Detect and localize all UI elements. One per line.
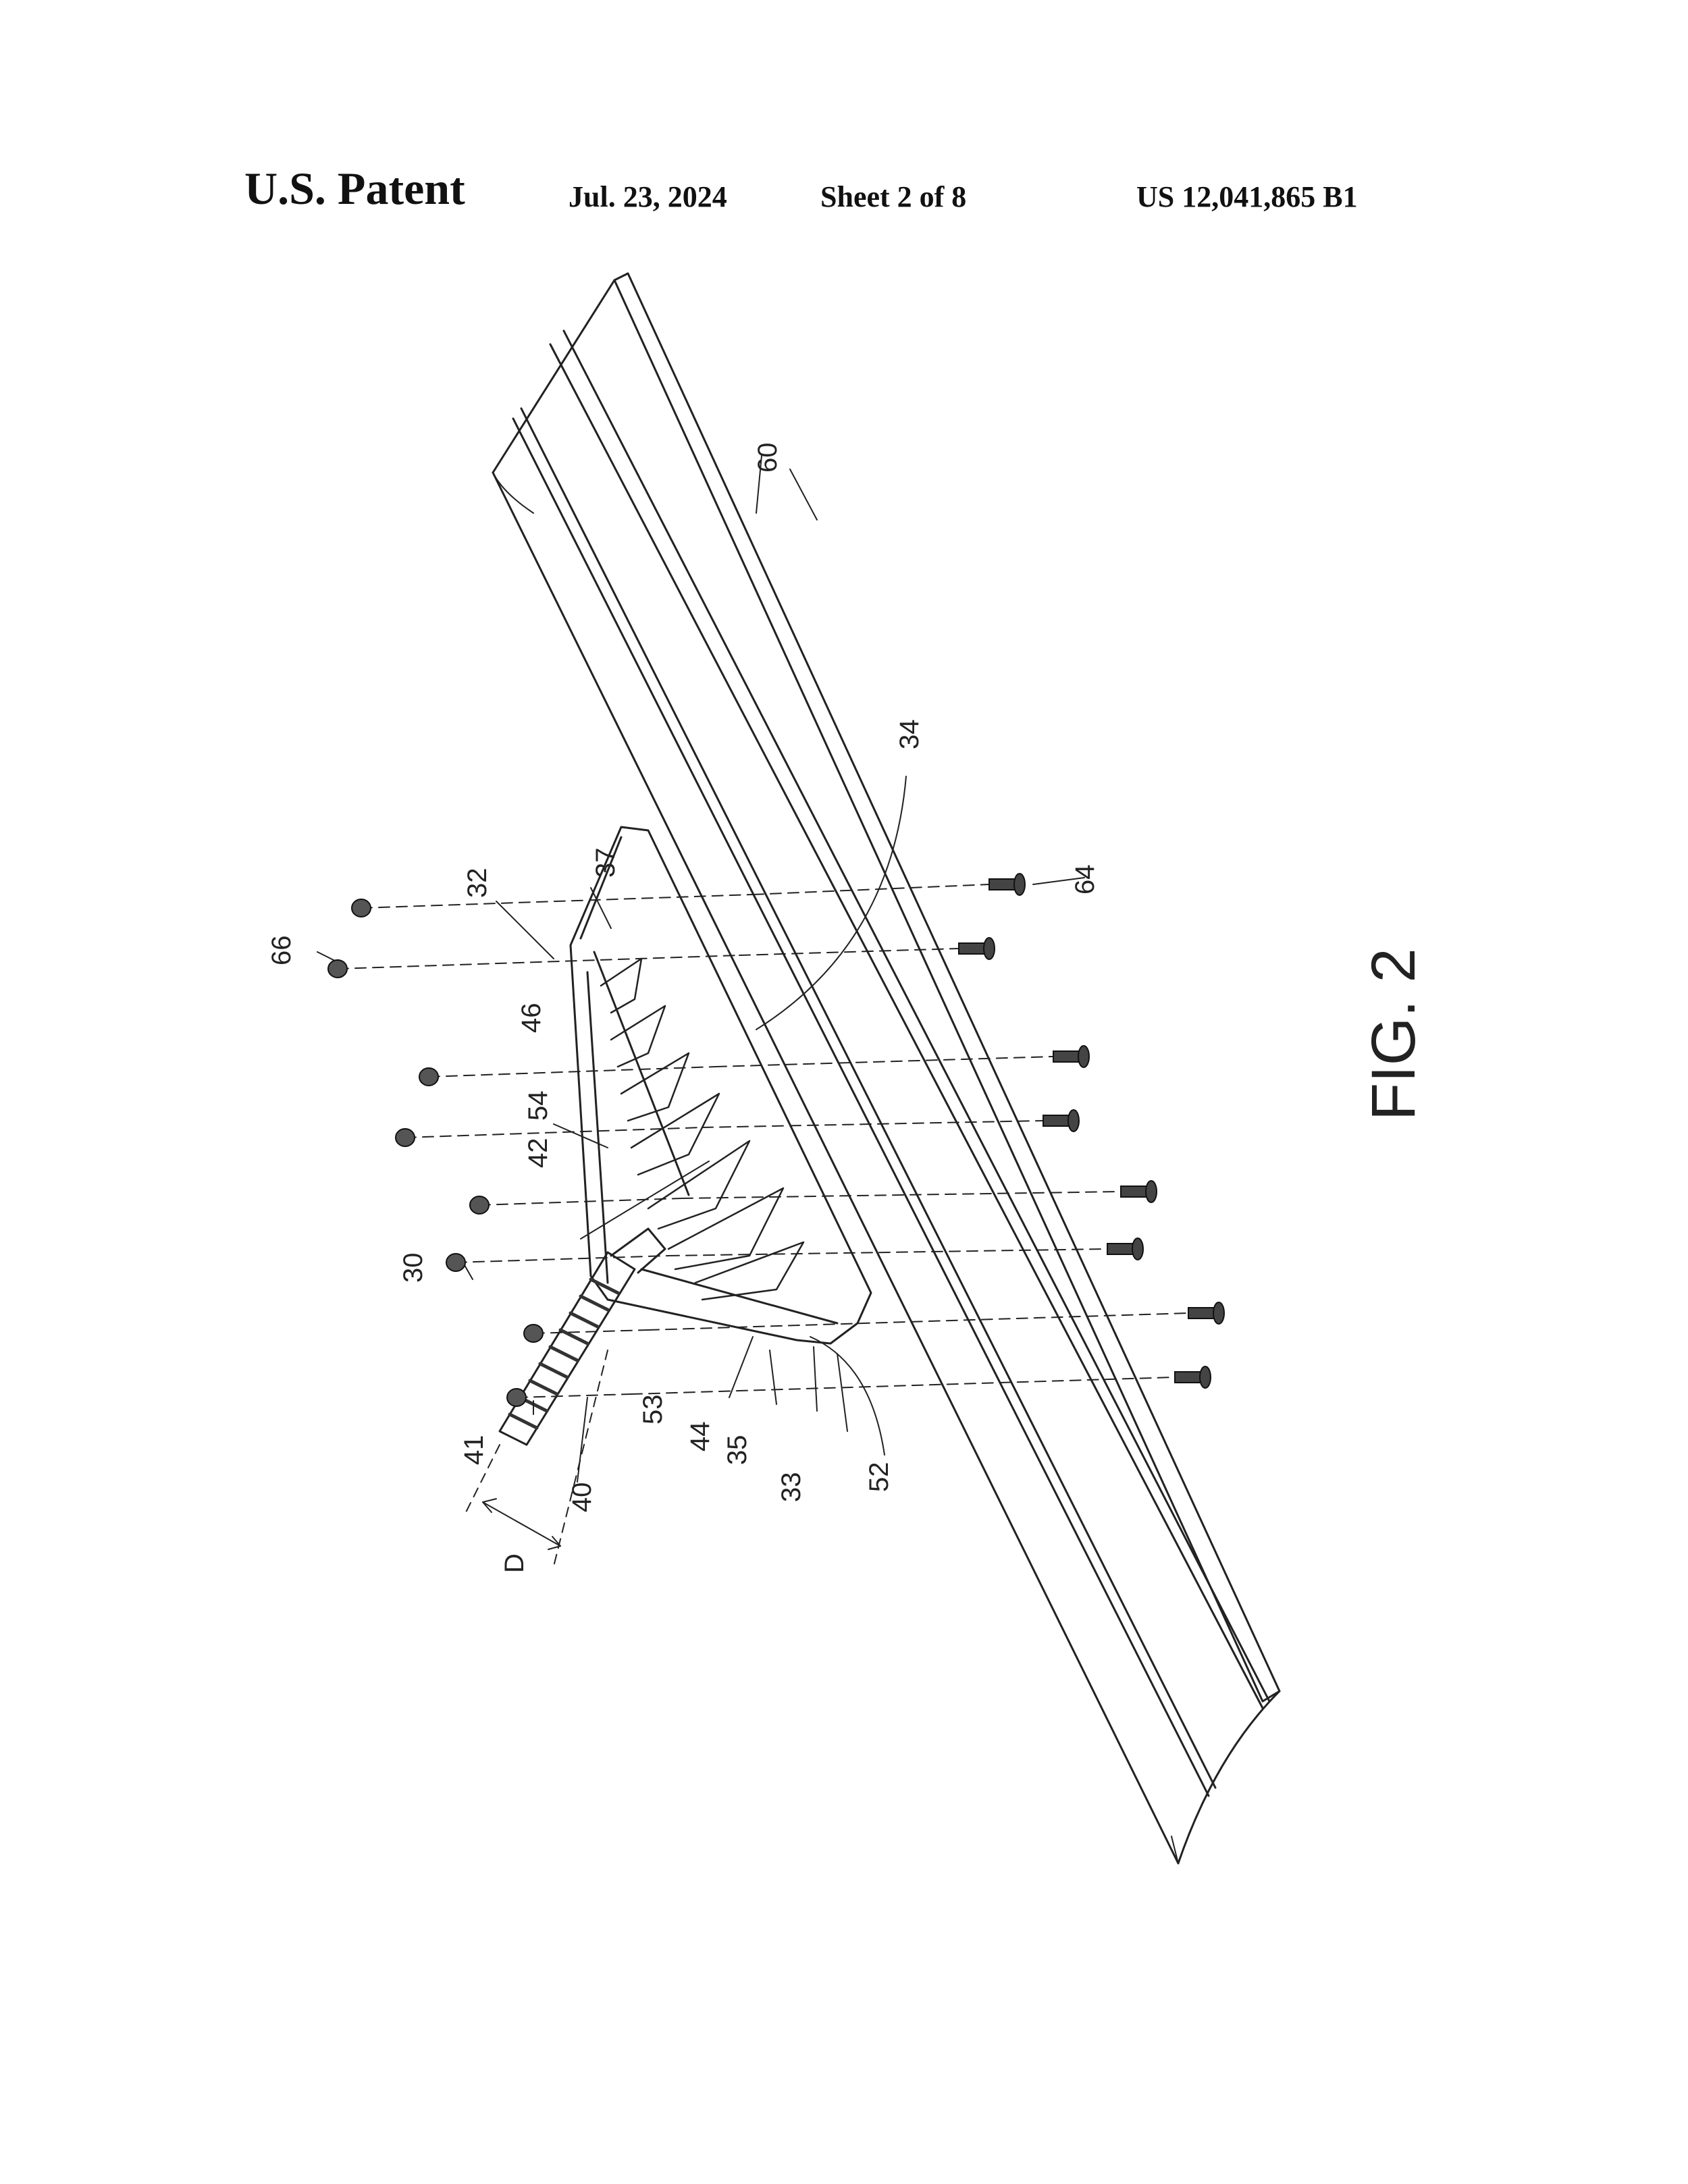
- header-patent-number: US 12,041,865 B1: [1136, 180, 1358, 213]
- ref-35: 35: [722, 1435, 752, 1466]
- ref-42: 42: [523, 1138, 553, 1169]
- ref-40: 40: [567, 1483, 597, 1513]
- ref-64: 64: [1070, 865, 1100, 895]
- nut-alignment-lines: [337, 894, 754, 1398]
- figure-label: FIG. 2: [1359, 948, 1428, 1121]
- ref-46: 46: [517, 1003, 546, 1034]
- header-sheet: Sheet 2 of 8: [820, 180, 967, 213]
- ref-41: 41: [459, 1435, 489, 1466]
- ref-44: 44: [685, 1422, 715, 1452]
- ref-d: D: [500, 1553, 529, 1573]
- ref-53: 53: [638, 1395, 668, 1425]
- dimension-d: [465, 1350, 608, 1567]
- ref-52: 52: [864, 1462, 894, 1493]
- ref-37: 37: [591, 848, 621, 878]
- ref-30: 30: [398, 1253, 428, 1283]
- header-publication-type: U.S. Patent: [244, 163, 465, 214]
- reference-numerals: 60 34 37 32 64 66 46 54 42 30 41 40 53 4…: [267, 443, 1100, 1574]
- ref-54: 54: [523, 1091, 553, 1121]
- header-date: Jul. 23, 2024: [569, 180, 727, 213]
- screw-icons: [958, 873, 1225, 1389]
- ref-32: 32: [463, 868, 492, 899]
- ref-60: 60: [753, 443, 783, 473]
- mounting-rail: [492, 272, 1281, 1865]
- ref-33: 33: [776, 1472, 806, 1503]
- nut-icons: [327, 899, 544, 1407]
- bracket-fins: [600, 957, 805, 1301]
- ref-34: 34: [895, 720, 924, 750]
- screw-alignment-lines: [631, 884, 1189, 1395]
- ref-66: 66: [267, 936, 296, 966]
- handle-grip: [498, 1227, 666, 1446]
- bracket-assembly: [569, 826, 872, 1345]
- leader-lines: [317, 455, 1085, 1483]
